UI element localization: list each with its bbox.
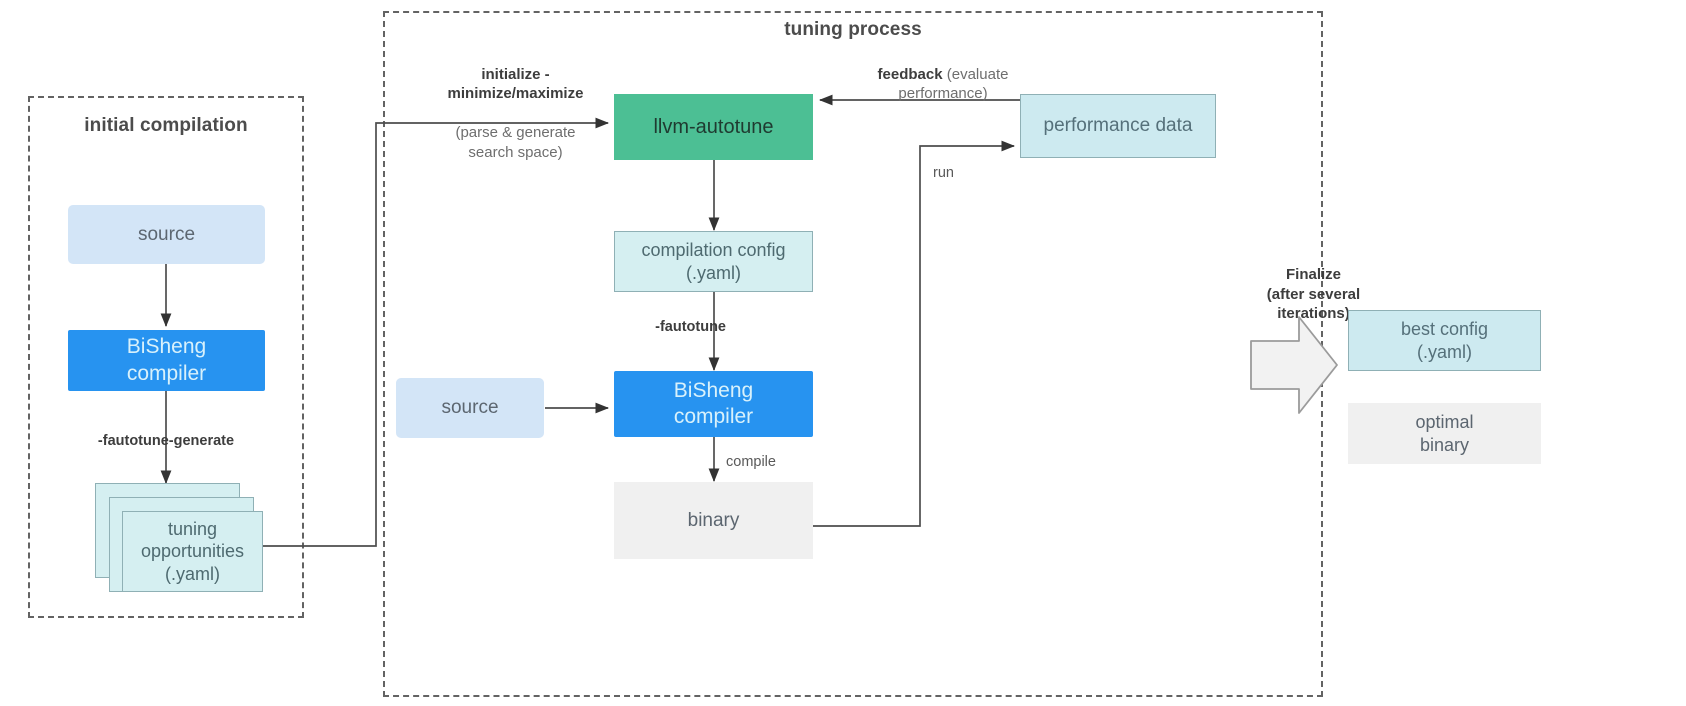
node-binary[interactable]: binary (614, 482, 813, 559)
group-title-initial-compilation: initial compilation (84, 115, 248, 136)
node-bisheng-compiler-tuning[interactable]: BiSheng compiler (614, 371, 813, 437)
edge-label-feedback: feedback (evaluate performance) (828, 45, 1058, 104)
node-best-config[interactable]: best config (.yaml) (1348, 310, 1541, 371)
group-title-tuning-process: tuning process (784, 19, 922, 40)
edge-label-initialize-bold: initialize - minimize/maximize (447, 65, 584, 103)
node-source-tuning[interactable]: source (396, 378, 544, 438)
edge-label-feedback-plain: (evaluate performance) (898, 65, 1009, 103)
node-tuning-opportunities[interactable]: tuning opportunities (.yaml) (122, 511, 263, 592)
node-compilation-config[interactable]: compilation config (.yaml) (614, 231, 813, 292)
edge-label-feedback-bold: feedback (877, 65, 943, 83)
node-performance-data[interactable]: performance data (1020, 94, 1216, 158)
edge-label-fautotune: -fautotune (655, 319, 726, 335)
node-bisheng-compiler-initial[interactable]: BiSheng compiler (68, 330, 265, 391)
edge-label-fautotune-generate: -fautotune-generate (97, 433, 235, 449)
edge-label-finalize: Finalize (after several iterations) (1266, 266, 1361, 322)
edge-label-compile: compile (726, 454, 776, 470)
node-optimal-binary[interactable]: optimal binary (1348, 403, 1541, 464)
node-llvm-autotune[interactable]: llvm-autotune (614, 94, 813, 160)
edge-label-initialize-plain: (parse & generate search space) (455, 124, 576, 161)
edge-label-run: run (933, 165, 954, 181)
node-source-initial[interactable]: source (68, 205, 265, 264)
edge-label-initialize: initialize - minimize/maximize (parse & … (418, 45, 613, 182)
